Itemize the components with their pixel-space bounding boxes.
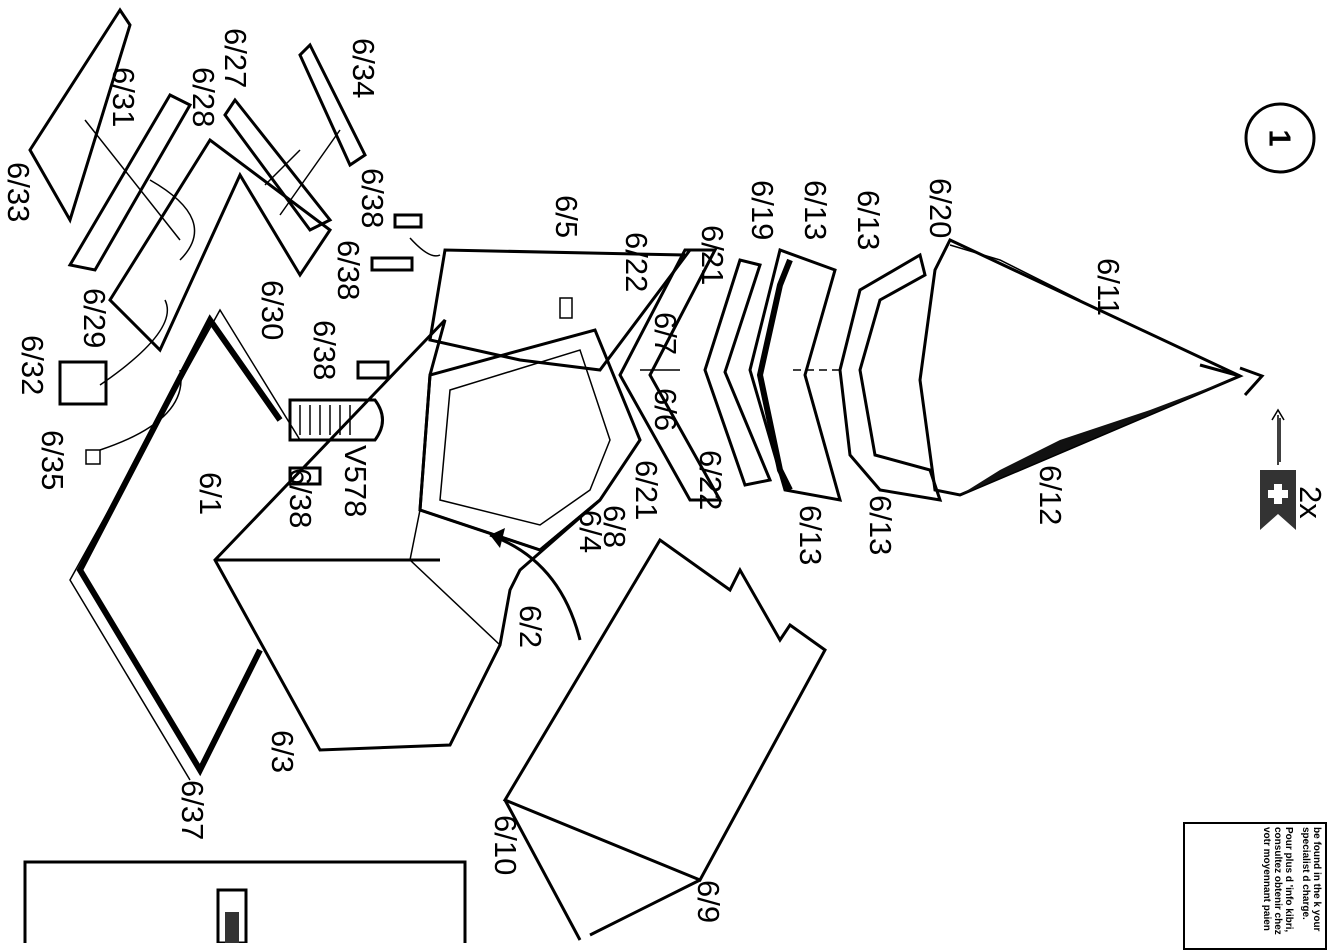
brick-piece [58,360,108,406]
notes-english: be found in the k your specialist d char… [1300,827,1322,932]
step-number: 1 [1263,129,1298,146]
part-label: 6/30 [255,280,290,340]
window-small [356,360,390,380]
spire-base-ring [838,252,943,502]
brick-strip [108,137,333,353]
arrow [264,149,301,186]
frame-upper [748,248,843,502]
ring-plate [703,258,773,487]
part-label: 6/13 [793,505,828,565]
wall-upper [618,248,723,502]
multiplier-label: 2x [1293,486,1328,519]
part-label: 6/13 [851,190,886,250]
part-label: 6/28 [186,67,221,127]
part-label: 6/13 [863,495,898,555]
arrow [99,299,169,386]
inset-box [23,860,467,943]
brick-strip [67,93,193,272]
church-body [213,318,601,752]
part-label: 6/21 [629,460,664,520]
part-label: 6/2 [513,605,548,648]
notes-french: Pour plus d 'info kibri, consultez obten… [1261,827,1294,935]
part-label: 6/34 [346,38,381,98]
entrance-door [288,398,384,442]
part-label: V578 [338,445,373,517]
arrow [84,119,181,241]
part-label: 6/22 [693,450,728,510]
frame-lower [756,258,793,492]
flag-icon [1260,408,1296,530]
tower-block [428,248,692,372]
arrow [489,533,582,641]
side-roof [76,314,283,777]
window-small [370,256,414,272]
part-label: 6/22 [619,232,654,292]
part-label: 6/5 [549,195,584,238]
arrow [149,179,196,261]
window-small [288,466,322,486]
arrow [99,369,182,451]
arrow [490,528,505,548]
part-label: 6/31 [106,67,141,127]
part-label: 6/38 [355,168,390,228]
part-label: 6/1 [193,472,228,515]
roof-panel [502,537,827,882]
arrow [409,237,441,257]
part-label: 6/3 [265,730,300,773]
part-label: 6/27 [218,28,253,88]
part-label: 6/9 [691,880,726,923]
part-label: 6/10 [488,815,523,875]
part-label: 6/11 [1091,258,1126,316]
brick-strip [223,97,333,232]
arrow [279,129,341,216]
part-label: 6/8 [597,505,632,548]
spire-roof [918,238,1265,497]
tiny-window [85,449,101,465]
part-label: 6/35 [35,430,70,490]
part-label: 6/13 [798,180,833,240]
part-label: 6/19 [745,180,780,240]
part-label: 6/37 [175,780,210,840]
part-label: 6/33 [1,162,36,222]
notes-box: be found in the k your specialist d char… [1183,822,1327,950]
part-label: 6/21 [695,225,730,285]
part-label: 6/29 [77,288,112,348]
part-label: 6/20 [923,178,958,238]
slot-window [559,297,573,319]
window-small [393,213,423,229]
step-indicator: 1 [1244,102,1316,174]
part-label: 6/12 [1033,465,1068,525]
part-label: 6/6 [648,388,683,431]
part-label: 6/7 [648,312,683,355]
part-label: 6/38 [283,468,318,528]
part-label: 6/38 [331,240,366,300]
part-label: 6/32 [15,335,50,395]
part-labels: 6/33 6/31 6/28 6/27 6/34 6/38 6/38 6/38 … [1,28,1126,923]
part-label: 6/38 [307,320,342,380]
part-label: 6/4 [573,510,608,553]
brick-strip [28,7,132,224]
brick-strip [298,42,367,168]
